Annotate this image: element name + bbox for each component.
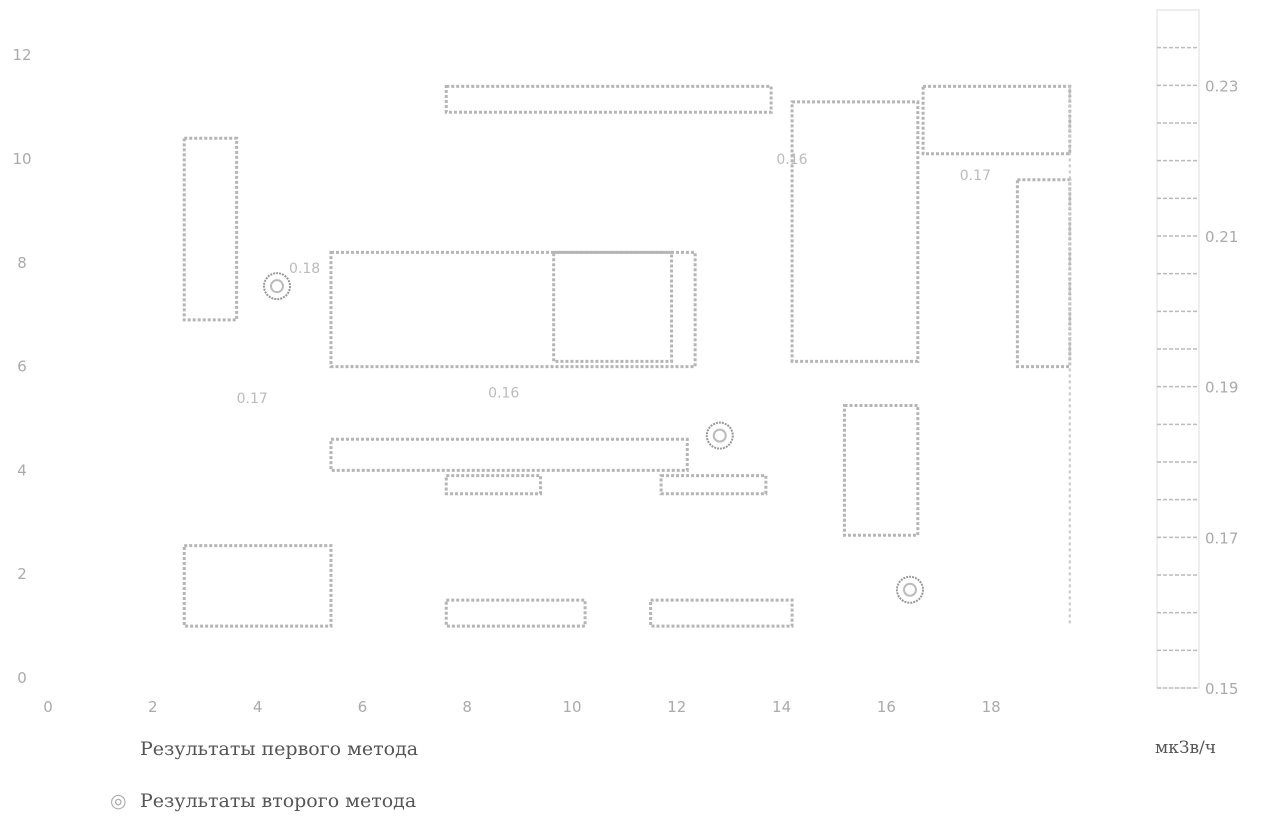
x-tick-label: 8	[462, 698, 472, 716]
first-method-value-label: 0.17	[960, 168, 991, 184]
plan-wall	[182, 136, 239, 322]
plan-wall	[329, 250, 697, 369]
plan-wall	[921, 84, 1072, 156]
second-method-point-inner	[712, 428, 727, 443]
colorbar-tick-label: 0.17	[1205, 529, 1238, 547]
y-tick-label: 12	[12, 46, 31, 64]
colorbar-tick-label: 0.15	[1205, 680, 1238, 698]
legend-second-method: ◎ Результаты второго метода	[110, 790, 416, 812]
first-method-value-label: 0.16	[488, 386, 519, 402]
x-tick-label: 18	[982, 698, 1001, 716]
y-tick-label: 10	[12, 150, 31, 168]
plan-wall	[444, 474, 543, 496]
legend-first-method: Результаты первого метода	[110, 738, 418, 760]
plan-wall	[552, 250, 674, 363]
first-method-value-label: 0.16	[776, 152, 807, 168]
x-tick-label: 12	[667, 698, 686, 716]
x-tick-label: 2	[148, 698, 158, 716]
legend-label-second: Результаты второго метода	[140, 790, 417, 812]
x-tick-label: 16	[877, 698, 896, 716]
colorbar-tick-label: 0.23	[1205, 77, 1238, 95]
plan-wall	[444, 598, 587, 628]
colorbar-unit: мкЗв/ч	[1155, 738, 1216, 758]
x-tick-label: 4	[253, 698, 263, 716]
y-tick-label: 4	[17, 461, 27, 479]
first-method-value-label: 0.17	[237, 391, 268, 407]
second-method-point-inner	[269, 279, 284, 294]
y-tick-label: 0	[17, 669, 27, 687]
plan-wall	[329, 437, 689, 472]
x-tick-label: 10	[562, 698, 581, 716]
y-tick-label: 6	[17, 358, 27, 376]
y-tick-label: 2	[17, 565, 27, 583]
x-tick-label: 14	[772, 698, 791, 716]
second-method-point	[705, 421, 734, 450]
plan-wall	[444, 84, 773, 114]
legend-circle-marker: ◎	[110, 790, 127, 812]
second-method-point	[895, 575, 924, 604]
plan-wall	[182, 544, 333, 628]
second-method-point-inner	[902, 582, 917, 597]
colorbar-tick-label: 0.21	[1205, 228, 1238, 246]
second-method-point	[262, 272, 291, 301]
plan-wall	[659, 474, 768, 496]
first-method-value-label: 0.18	[289, 261, 320, 277]
legend-label-first: Результаты первого метода	[140, 738, 419, 760]
plan-wall	[649, 598, 794, 628]
colorbar-tick-label: 0.19	[1205, 379, 1238, 397]
plan-wall	[790, 100, 920, 363]
x-tick-label: 6	[358, 698, 368, 716]
x-tick-label: 0	[43, 698, 53, 716]
plan-wall	[842, 404, 920, 537]
y-tick-label: 8	[17, 254, 27, 272]
plan-wall	[1015, 178, 1072, 369]
